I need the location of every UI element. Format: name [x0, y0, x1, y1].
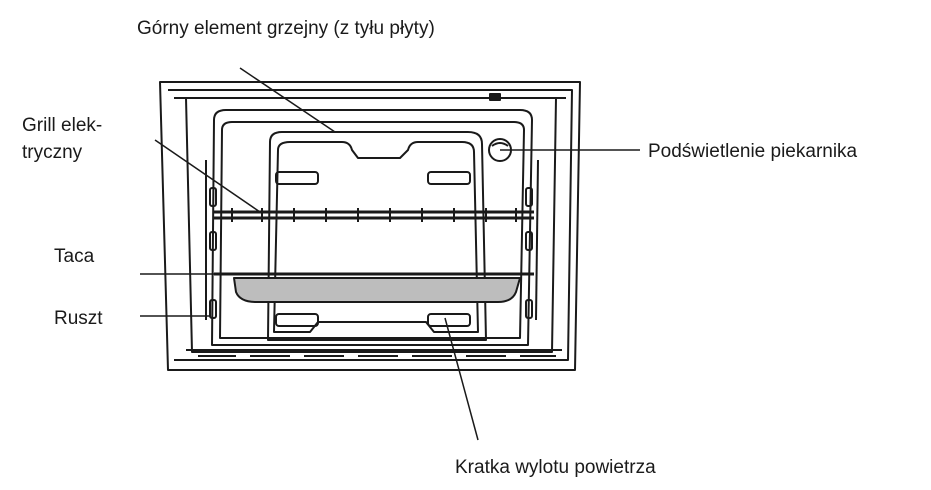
- electric-grill: [214, 210, 534, 220]
- label-electric-grill-line1: Grill elek-: [22, 115, 103, 136]
- leader-top-heating: [239, 67, 336, 133]
- bottom-grille: [186, 349, 562, 357]
- leader-lines: [140, 67, 640, 441]
- label-rack: Ruszt: [54, 308, 103, 329]
- side-rails: [205, 159, 539, 321]
- leader-grill: [154, 139, 261, 213]
- label-air-vent: Kratka wylotu powietrza: [455, 457, 656, 478]
- label-tray: Taca: [54, 246, 95, 267]
- oven-cavity: [211, 109, 533, 346]
- back-panel: [267, 131, 487, 341]
- label-oven-light: Podświetlenie piekarnika: [648, 141, 858, 162]
- leader-vent: [444, 317, 479, 441]
- label-top-heating-element: Górny element grzejny (z tyłu płyty): [137, 18, 435, 39]
- label-electric-grill-line2: tryczny: [22, 142, 83, 163]
- air-vent-slots: [275, 313, 471, 327]
- grill-ticks: [231, 208, 517, 222]
- tray: [214, 272, 534, 303]
